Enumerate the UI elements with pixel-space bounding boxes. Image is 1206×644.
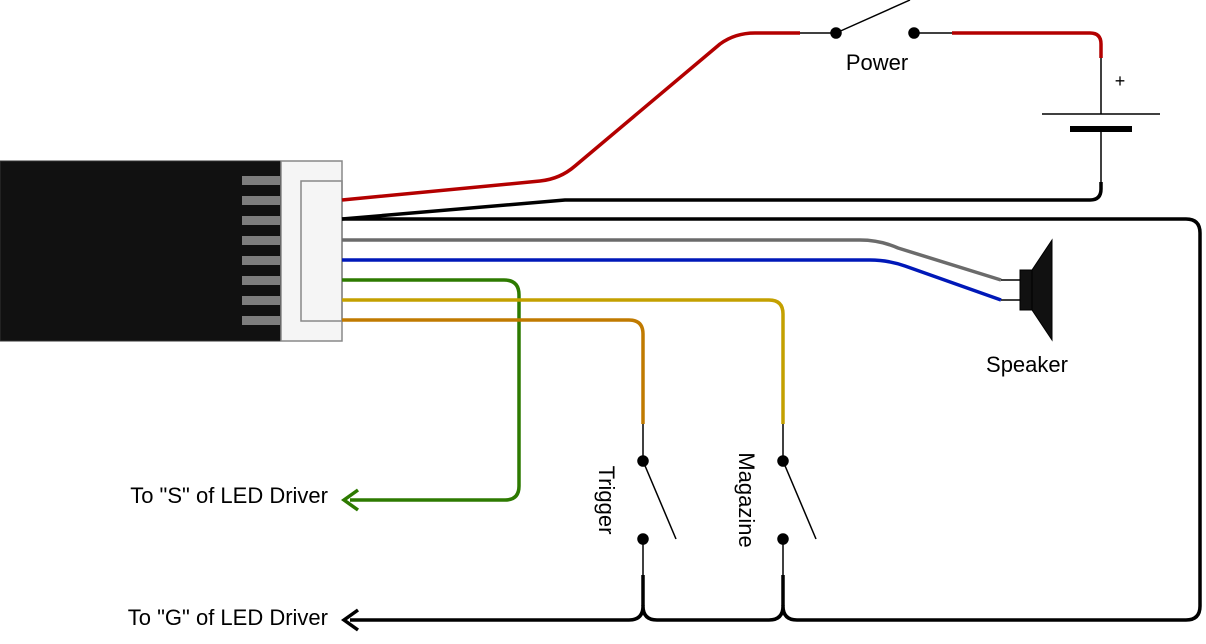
power-label: Power bbox=[846, 50, 908, 75]
pin bbox=[242, 176, 280, 185]
arrow-led-g bbox=[340, 608, 360, 632]
connector-housing bbox=[280, 160, 343, 342]
battery-plus-label: + bbox=[1115, 71, 1126, 91]
wire-black-battery bbox=[341, 182, 1103, 221]
sound-module-board bbox=[0, 160, 282, 342]
wire-gray-speaker bbox=[342, 238, 1002, 282]
battery-symbol bbox=[1042, 58, 1160, 182]
wire-red-to-switch bbox=[341, 31, 800, 202]
power-switch bbox=[800, 0, 952, 39]
pin bbox=[242, 196, 280, 205]
speaker-label: Speaker bbox=[986, 352, 1068, 377]
magazine-label: Magazine bbox=[734, 452, 759, 547]
arrow-led-s bbox=[340, 488, 360, 512]
pin bbox=[242, 236, 280, 245]
led-g-label: To "G" of LED Driver bbox=[128, 605, 328, 630]
module-pins bbox=[242, 176, 280, 325]
pin bbox=[242, 296, 280, 305]
connector-inner bbox=[300, 180, 343, 322]
wire-black-ground-loop bbox=[342, 217, 1202, 622]
speaker-symbol bbox=[1001, 238, 1053, 342]
pin bbox=[242, 256, 280, 265]
trigger-label: Trigger bbox=[594, 466, 619, 535]
magazine-switch bbox=[777, 424, 817, 606]
wire-green-led-s bbox=[342, 278, 521, 502]
led-s-label: To "S" of LED Driver bbox=[130, 483, 328, 508]
pin bbox=[242, 316, 280, 325]
pin bbox=[242, 216, 280, 225]
wire-blue-speaker bbox=[342, 258, 1002, 302]
pin bbox=[242, 276, 280, 285]
wire-orange-trigger bbox=[342, 318, 645, 424]
wire-yellow-magazine bbox=[342, 298, 785, 424]
wire-red-to-battery bbox=[952, 31, 1103, 58]
